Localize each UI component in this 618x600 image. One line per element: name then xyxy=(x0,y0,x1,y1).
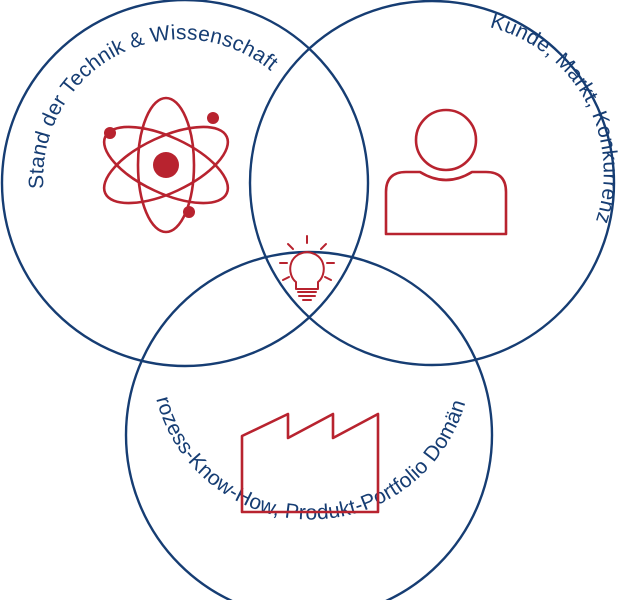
atom-icon xyxy=(102,96,230,234)
person-icon xyxy=(384,108,508,236)
circle-science xyxy=(0,0,370,368)
label-market: Kunde, Markt, Konkurrenz xyxy=(488,10,618,227)
lightbulb-icon xyxy=(279,235,335,301)
circle-market xyxy=(248,0,616,367)
factory-icon xyxy=(240,412,380,514)
